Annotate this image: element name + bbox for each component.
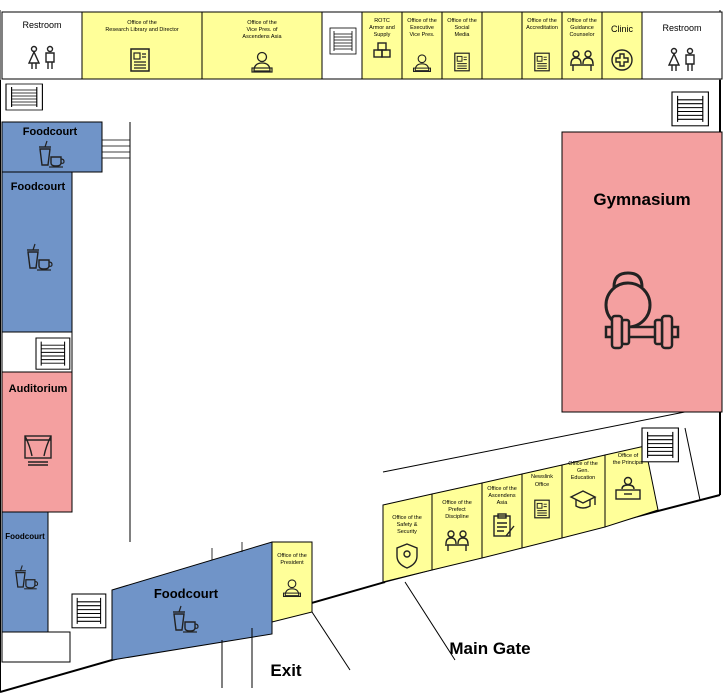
toilet-icon [685, 47, 695, 71]
exec-vp-label-3: Vice Pres. [410, 32, 435, 38]
accred-label-2: Accreditation [526, 25, 558, 31]
restroom-left-label: Restroom [22, 20, 61, 30]
social-label-3: Media [455, 32, 471, 38]
clinic-label: Clinic [611, 24, 634, 34]
principal-label-2: the Principal [613, 460, 643, 466]
bottom-left-wing: Foodcourt Office of the President Exit [111, 541, 351, 688]
lower-left-room [1, 631, 71, 663]
bottom-right-wing: Office of the Safety & Security Office o… [382, 427, 701, 661]
guidance-label-2: Guidance [570, 25, 594, 31]
office-guidance [561, 11, 603, 80]
ascendens-label-2: Ascendens [488, 493, 515, 499]
toilet-icon [45, 45, 55, 69]
rotc-label-3: Supply [374, 32, 391, 38]
stairs-icon [329, 27, 357, 55]
gen-ed-label-1: Office of the [568, 461, 598, 467]
foodcourt-bottom [111, 541, 273, 661]
prefect-label-3: Discipline [445, 514, 469, 520]
gymnasium-label: Gymnasium [593, 190, 690, 209]
meeting-icon [570, 50, 594, 71]
exec-vp-label-2: Executive [410, 25, 434, 31]
guidance-label-3: Counselor [569, 32, 594, 38]
newslink-label-1: Newslink [531, 474, 553, 480]
stage-icon [24, 435, 52, 466]
left-wing: Foodcourt Foodcourt Auditorium Foodcourt [1, 121, 130, 663]
principal-label-1: Office of [618, 453, 639, 459]
meeting-icon [445, 530, 469, 551]
toilet-icon [667, 47, 681, 71]
shield-icon [396, 543, 418, 569]
office-vp-label-3: Ascendens Asia [242, 34, 282, 40]
rotc-label-2: Armor and [369, 25, 395, 31]
guidance-label-1: Office of the [567, 18, 597, 24]
social-label-2: Social [455, 25, 470, 31]
safety-label-3: Security [397, 529, 417, 535]
foodcourt-2-label: Foodcourt [11, 181, 66, 193]
foodcourt-1-label: Foodcourt [23, 126, 78, 138]
exit-label: Exit [270, 661, 302, 680]
foodcourt-bottom-label: Foodcourt [154, 586, 219, 601]
office-library-label-2: Research Library and Director [105, 27, 179, 33]
rotc-supply [361, 11, 403, 80]
graduation-cap-icon [569, 490, 597, 509]
foodcourt-1 [1, 121, 103, 173]
social-label-1: Office of the [447, 18, 477, 24]
stairs-icon [5, 83, 43, 111]
stairs-icon [671, 91, 709, 127]
medical-cross-icon [611, 49, 633, 71]
gymnasium: Gymnasium [561, 131, 723, 413]
restroom-right-label: Restroom [662, 23, 701, 33]
main-gate-label: Main Gate [449, 639, 530, 658]
office-vp-label-1: Office of the [247, 20, 277, 26]
toilet-icon [27, 45, 41, 69]
office-prefect [431, 482, 483, 571]
boxes-icon [373, 42, 391, 58]
office-vp-label-2: Vice Pres. of [246, 27, 278, 33]
ascendens-label-3: Asia [497, 500, 509, 506]
accred-label-1: Office of the [527, 18, 557, 24]
clipboard-icon [493, 513, 515, 537]
top-row: Restroom Office of the Research Library … [1, 11, 723, 80]
auditorium [1, 371, 73, 513]
stairs-icon [35, 337, 71, 370]
president-label-2: President [280, 560, 304, 566]
office-safety [382, 493, 433, 583]
dumbbell-icon [604, 314, 680, 350]
clinic [601, 11, 643, 80]
exec-vp-label-1: Office of the [407, 18, 437, 24]
safety-label-2: Safety & [397, 522, 418, 528]
office-principal [604, 445, 659, 528]
restroom-right [641, 11, 723, 80]
safety-label-1: Office of the [392, 515, 422, 521]
office-accreditation [521, 11, 563, 80]
prefect-label-1: Office of the [442, 500, 472, 506]
restroom-left [1, 11, 83, 80]
office-social-media [441, 11, 483, 80]
stairs-icon [641, 427, 679, 463]
gen-ed-label-3: Education [571, 475, 595, 481]
newslink-label-2: Office [535, 482, 549, 488]
office-library-label-1: Office of the [127, 20, 157, 26]
office-blank [481, 11, 523, 80]
rotc-label-1: ROTC [374, 18, 390, 24]
foodcourt-3-label: Foodcourt [5, 532, 45, 541]
prefect-label-2: Prefect [448, 507, 466, 513]
gen-ed-label-2: Gen. [577, 468, 589, 474]
auditorium-label: Auditorium [9, 383, 68, 395]
president-label-1: Office of the [277, 553, 307, 559]
desk-icon [615, 476, 641, 500]
stairs-icon [71, 593, 107, 629]
gymnasium-room [561, 131, 723, 413]
ascendens-label-1: Office of the [487, 486, 517, 492]
